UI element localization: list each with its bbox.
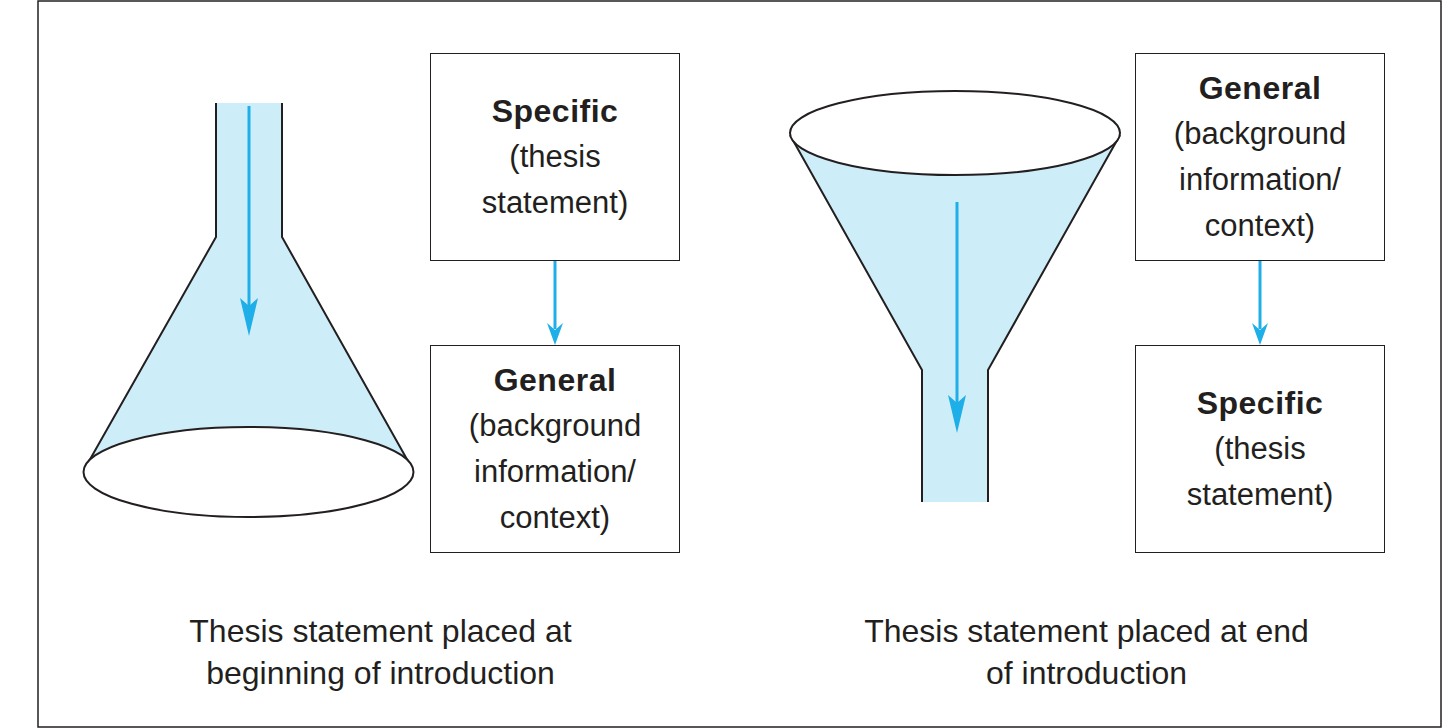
flow-connector bbox=[1252, 261, 1268, 345]
flow-arrow bbox=[956, 202, 959, 412]
funnel-outline bbox=[790, 135, 1120, 502]
text-box: General(background information/ context) bbox=[430, 345, 680, 553]
arrow-head bbox=[1252, 323, 1268, 345]
flow-connector bbox=[547, 261, 563, 345]
flow-arrow-head bbox=[240, 298, 258, 336]
box-heading: Specific bbox=[1197, 380, 1324, 426]
box-body: (thesis statement) bbox=[445, 134, 665, 226]
funnel-mouth bbox=[790, 91, 1120, 175]
text-box: General(background information/ context) bbox=[1135, 53, 1385, 261]
funnel-fill bbox=[790, 135, 1120, 502]
frame-border bbox=[38, 1, 1441, 727]
text-box: Specific(thesis statement) bbox=[430, 53, 680, 261]
connector-line bbox=[1259, 261, 1262, 329]
flow-arrow-head bbox=[948, 395, 966, 433]
connector-line bbox=[554, 261, 557, 329]
box-heading: General bbox=[494, 357, 617, 403]
caption-label: Thesis statement placed at end of introd… bbox=[864, 610, 1309, 694]
caption-label: Thesis statement placed at beginning of … bbox=[158, 610, 603, 694]
box-body: (background information/ context) bbox=[445, 403, 665, 541]
box-heading: General bbox=[1199, 65, 1322, 111]
box-heading: Specific bbox=[492, 88, 619, 134]
arrow-head bbox=[547, 323, 563, 345]
flow-arrow bbox=[248, 106, 251, 315]
text-box: Specific(thesis statement) bbox=[1135, 345, 1385, 553]
flask-base bbox=[84, 427, 414, 517]
flask-outline bbox=[84, 103, 413, 470]
box-body: (background information/ context) bbox=[1150, 111, 1370, 249]
box-body: (thesis statement) bbox=[1150, 426, 1370, 518]
